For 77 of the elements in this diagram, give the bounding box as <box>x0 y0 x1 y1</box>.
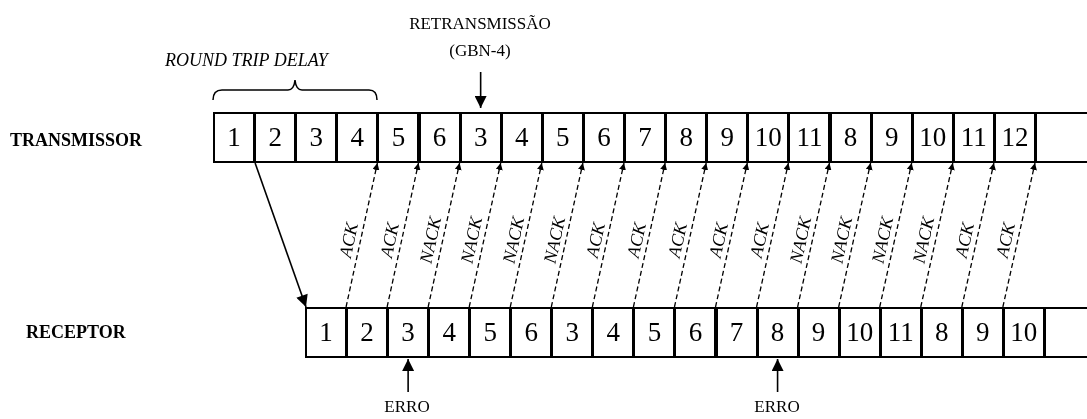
dashed-arrow <box>509 162 544 308</box>
frame-box <box>1043 307 1087 358</box>
frame-box: 9 <box>870 112 913 163</box>
frame-box: 6 <box>418 112 461 163</box>
frame-box: 10 <box>1002 307 1045 358</box>
frame-box: 1 <box>305 307 348 358</box>
arrow <box>474 71 487 109</box>
arrow <box>402 358 415 393</box>
dashed-arrow <box>755 162 791 308</box>
frame-box: 5 <box>541 112 584 163</box>
dashed-arrow <box>838 162 873 308</box>
frame-box: 4 <box>500 112 543 163</box>
frame-box: 9 <box>797 307 840 358</box>
frame-box: 3 <box>387 307 430 358</box>
frame-box: 5 <box>469 307 512 358</box>
frame-box: 7 <box>624 112 667 163</box>
frame-box: 6 <box>674 307 717 358</box>
row-label: RECEPTOR <box>26 322 126 343</box>
frame-box: 9 <box>961 307 1004 358</box>
frame-box: 11 <box>788 112 831 163</box>
frame-box: 4 <box>336 112 379 163</box>
edge-label: NACK <box>458 214 485 266</box>
frame-box: 10 <box>838 307 881 358</box>
frame-box: 3 <box>459 112 502 163</box>
edge-label: NACK <box>828 214 855 266</box>
edge-label: ACK <box>994 220 1018 260</box>
frame-box: 4 <box>592 307 635 358</box>
dashed-arrow <box>468 162 503 308</box>
frame-box: 11 <box>879 307 922 358</box>
dashed-arrow <box>796 162 832 308</box>
annotation-text: ERRO <box>377 394 437 418</box>
annotation-text: ERRO <box>747 394 807 418</box>
frame-box: 10 <box>911 112 954 163</box>
frame-box: 8 <box>665 112 708 163</box>
frame-box: 1 <box>213 112 256 163</box>
edge-label: NACK <box>541 214 568 266</box>
frame-box: 4 <box>428 307 471 358</box>
frame-box: 11 <box>952 112 995 163</box>
frame-box: 2 <box>254 112 297 163</box>
frame-box <box>1035 112 1087 163</box>
edge-label: NACK <box>787 214 814 266</box>
edge-label: NACK <box>869 214 896 266</box>
dashed-arrow <box>345 162 380 308</box>
edge-label: ACK <box>953 220 977 260</box>
frame-box: 9 <box>706 112 749 163</box>
frame-box: 6 <box>582 112 625 163</box>
dashed-arrow <box>1002 162 1037 308</box>
dashed-arrow <box>427 162 462 308</box>
dashed-arrow <box>673 162 709 308</box>
frame-box: 2 <box>346 307 389 358</box>
dashed-arrow <box>632 162 667 308</box>
row-label: TRANSMISSOR <box>10 130 143 151</box>
frame-box: 3 <box>551 307 594 358</box>
edge-label: ACK <box>378 220 402 260</box>
edge-label: NACK <box>417 214 444 266</box>
dashed-arrow <box>591 162 626 308</box>
dashed-arrow <box>386 162 421 308</box>
arrow <box>254 162 308 308</box>
annotation-text: RETRANSMISSÃO (GBN-4) <box>400 6 560 68</box>
frame-box: 7 <box>715 307 758 358</box>
dashed-arrow <box>550 162 585 308</box>
dashed-arrow <box>961 162 996 308</box>
frame-box: 8 <box>920 307 963 358</box>
edge-label: NACK <box>910 214 937 266</box>
frame-box: 5 <box>377 112 420 163</box>
frame-box: 10 <box>747 112 790 163</box>
frame-box: 5 <box>633 307 676 358</box>
frame-box: 8 <box>756 307 799 358</box>
frame-box: 12 <box>993 112 1036 163</box>
dashed-arrow <box>879 162 914 308</box>
frame-box: 8 <box>829 112 872 163</box>
brace-label: ROUND TRIP DELAY <box>165 50 328 71</box>
dashed-arrow <box>920 162 955 308</box>
frame-box: 3 <box>295 112 338 163</box>
dashed-arrow <box>714 162 750 308</box>
frame-box: 6 <box>510 307 553 358</box>
arrow <box>771 358 784 393</box>
